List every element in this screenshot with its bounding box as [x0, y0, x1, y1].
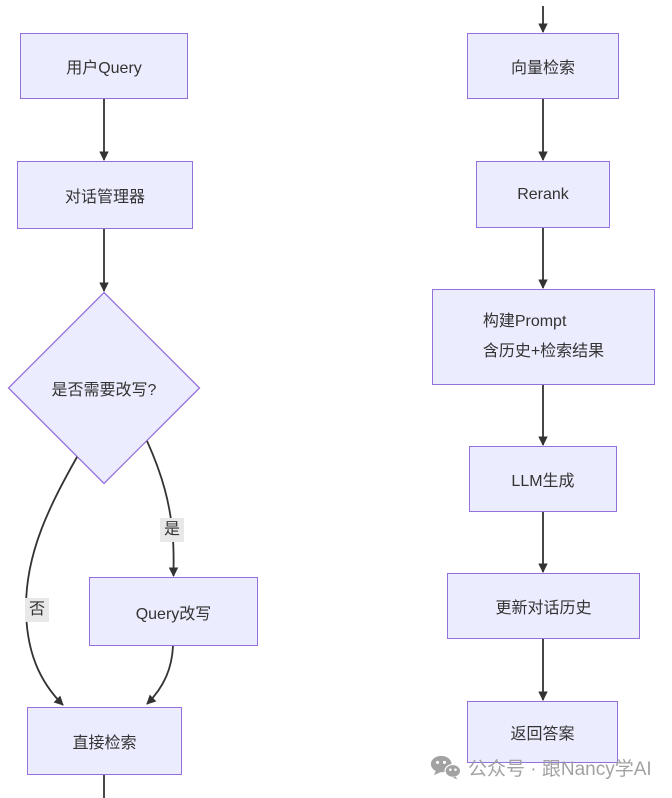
- node-vector-retrieval: 向量检索: [467, 33, 619, 99]
- edge-queryrewrite-directretrieval: [146, 645, 174, 705]
- node-query-rewrite: Query改写: [89, 577, 258, 646]
- build-prompt-text: 构建Prompt 含历史+检索结果: [483, 307, 604, 367]
- watermark: 公众号 · 跟Nancy学AI: [430, 754, 652, 781]
- node-return-answer: 返回答案: [467, 701, 618, 763]
- node-llm-generate: LLM生成: [469, 446, 617, 512]
- node-build-prompt: 构建Prompt 含历史+检索结果: [432, 289, 655, 385]
- node-rerank: Rerank: [476, 161, 610, 228]
- node-update-history: 更新对话历史: [447, 573, 640, 639]
- node-direct-retrieval: 直接检索: [27, 707, 182, 775]
- build-prompt-line2: 含历史+检索结果: [482, 343, 605, 360]
- node-dialog-manager: 对话管理器: [17, 161, 193, 229]
- edge-decision-no-directretrieval: [25, 456, 78, 706]
- watermark-text: 公众号 · 跟Nancy学AI: [468, 759, 652, 780]
- build-prompt-line1: 构建Prompt: [482, 313, 567, 330]
- node-user-query: 用户Query: [20, 33, 188, 99]
- edge-label-yes: 是: [160, 518, 185, 542]
- edge-label-no: 否: [25, 598, 50, 622]
- node-rewrite-decision: 是否需要改写?: [51, 382, 157, 399]
- wechat-icon: [430, 755, 461, 780]
- decision-diamond-shape: [7, 291, 201, 485]
